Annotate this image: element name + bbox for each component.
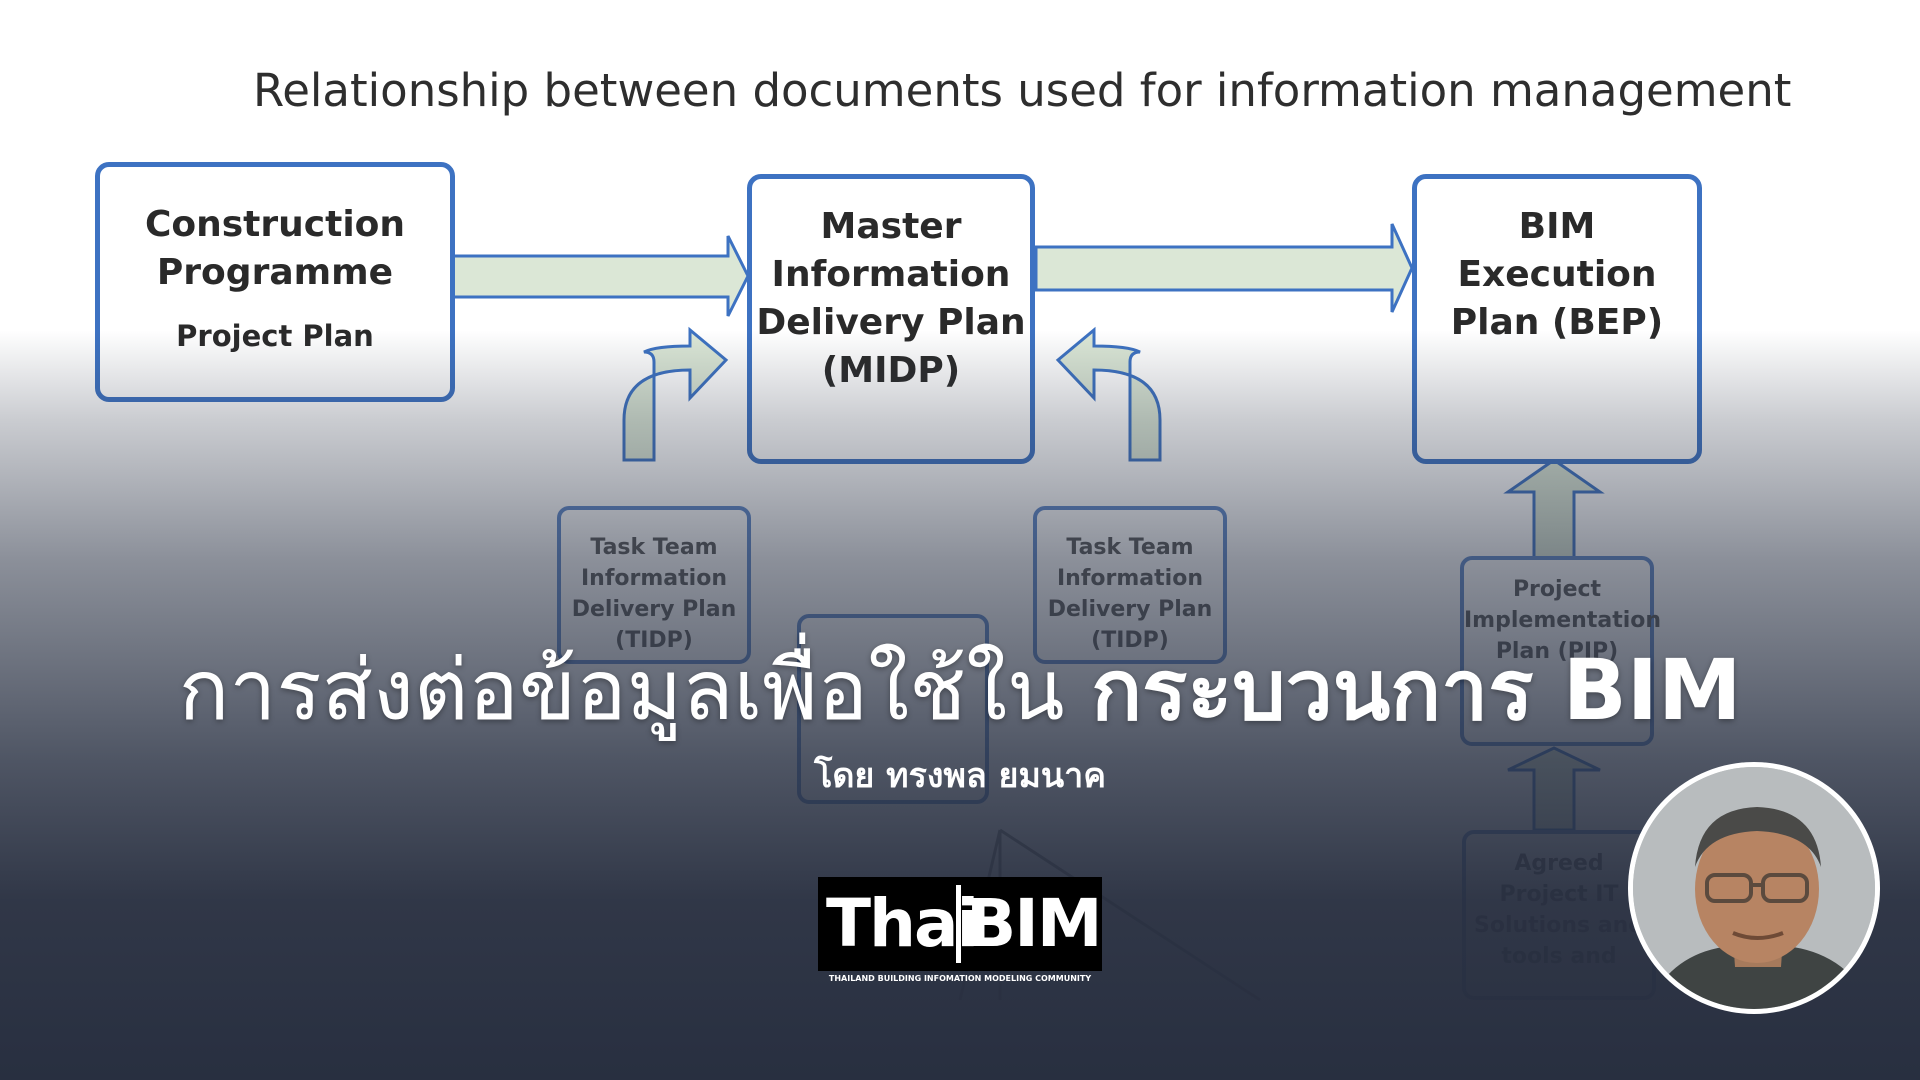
headline: การส่งต่อข้อมูลเพื่อใช้ใน กระบวนการ BIM: [0, 640, 1920, 740]
agreed-line-4: tools and: [1501, 944, 1617, 969]
midp-line-3: Delivery Plan: [756, 302, 1026, 343]
midp-box: Master Information Delivery Plan (MIDP): [747, 174, 1035, 464]
logo-thai-text: Thai: [826, 885, 979, 962]
construction-programme-box: Construction Programme Project Plan: [95, 162, 455, 402]
agreed-line-3: Solutions and: [1473, 913, 1644, 938]
author-byline: โดย ทรงพล ยมนาค: [814, 756, 1106, 796]
headline-part-2: กระบวนการ BIM: [1091, 641, 1742, 739]
tidp-right-line-2: Information: [1057, 566, 1203, 591]
arrow-pip-to-bep: [1503, 458, 1605, 562]
author-avatar: [1628, 762, 1880, 1014]
tidp-left-line-2: Information: [581, 566, 727, 591]
construction-title-2: Programme: [156, 252, 394, 293]
tidp-left-line-1: Task Team: [590, 535, 718, 560]
bep-line-2: Execution: [1457, 254, 1657, 295]
logo-divider: [956, 885, 961, 963]
agreed-line-1: Agreed: [1514, 851, 1604, 876]
pip-line-2: Implementation: [1464, 608, 1662, 633]
bep-line-3: Plan (BEP): [1450, 302, 1664, 343]
construction-sub: Project Plan: [176, 319, 374, 353]
logo-tagline: THAILAND BUILDING INFOMATION MODELING CO…: [828, 974, 1092, 983]
tidp-right-line-3: Delivery Plan: [1047, 597, 1213, 622]
arrow-tidp-left-to-midp: [622, 326, 729, 462]
construction-title-1: Construction: [144, 204, 406, 245]
logo-bim-text: BIM: [966, 885, 1103, 962]
bep-box: BIM Execution Plan (BEP): [1412, 174, 1702, 464]
tidp-right-line-1: Task Team: [1066, 535, 1194, 560]
headline-part-1: การส่งต่อข้อมูลเพื่อใช้ใน: [178, 641, 1065, 739]
agreed-line-2: Project IT: [1499, 882, 1619, 907]
midp-line-1: Master: [820, 206, 962, 247]
pip-line-1: Project: [1512, 577, 1602, 602]
tidp-left-line-3: Delivery Plan: [571, 597, 737, 622]
bep-line-1: BIM: [1518, 206, 1596, 247]
agreed-box: Agreed Project IT Solutions and tools an…: [1462, 830, 1656, 1000]
arrow-tidp-right-to-midp: [1055, 326, 1162, 462]
arrow-construction-to-midp: [450, 235, 750, 317]
midp-line-2: Information: [771, 254, 1011, 295]
midp-line-4: (MIDP): [821, 350, 961, 391]
thaibim-logo: Thai BIM THAILAND BUILDING INFOMATION MO…: [818, 877, 1103, 995]
author-portrait: [1633, 767, 1875, 1009]
arrow-midp-to-bep: [1034, 223, 1414, 313]
